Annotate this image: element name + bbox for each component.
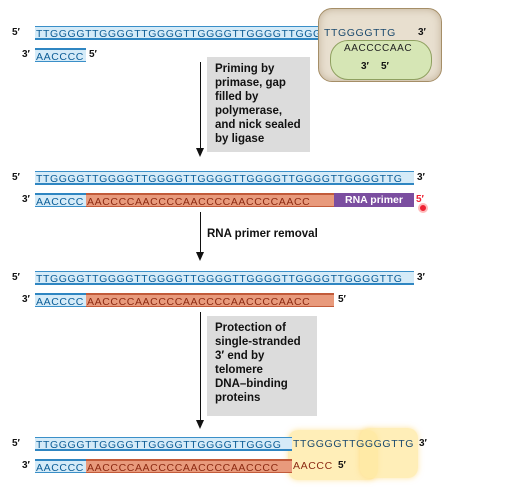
step1-line-6: by ligase bbox=[215, 133, 265, 145]
step3-line-1: Protection of bbox=[215, 322, 286, 334]
telomerase-rna-template: AACCCCAAC bbox=[344, 43, 413, 54]
stage4-bottom-3prime: 3′ bbox=[22, 460, 30, 471]
stage1-bottom-3prime: 3′ bbox=[22, 49, 30, 60]
stage2-bottom-3prime: 3′ bbox=[22, 194, 30, 205]
protein-blob-end bbox=[360, 428, 418, 478]
stage4-bottom-blue: AACCCC bbox=[35, 459, 86, 473]
stage2-top-strand: TTGGGGTTGGGGTTGGGGTTGGGGTTGGGGTTGGGGTTGG… bbox=[35, 171, 414, 185]
stage3-bottom-blue: AACCCC bbox=[35, 293, 86, 307]
stage4-bottom-plain: AACCC bbox=[293, 460, 333, 472]
stage1-bottom-5prime: 5′ bbox=[89, 49, 97, 60]
stage1-top-3prime: 3′ bbox=[418, 27, 426, 38]
stage4-top-3prime: 3′ bbox=[419, 438, 427, 449]
stage3-top-5prime: 5′ bbox=[12, 272, 20, 283]
stage3-bottom-3prime: 3′ bbox=[22, 294, 30, 305]
stage2-top-5prime: 5′ bbox=[12, 172, 20, 183]
stage3-bottom-red: AACCCCAACCCCAACCCCAACCCCAACC bbox=[86, 293, 334, 307]
stage2-bottom-red: AACCCCAACCCCAACCCCAACCCCAACC bbox=[86, 193, 334, 207]
stage3-top-3prime: 3′ bbox=[417, 272, 425, 283]
stage4-top-overhang: TTGGGGTTGGGGTTG bbox=[293, 438, 414, 450]
stage2-bottom-blue: AACCCC bbox=[35, 193, 86, 207]
stage2-top-3prime: 3′ bbox=[417, 172, 425, 183]
step3-line-4: telomere bbox=[215, 364, 263, 376]
step1-line-5: and nick sealed bbox=[215, 119, 301, 131]
step1-line-3: filled by bbox=[215, 91, 259, 103]
step3-box: Protection of single-stranded 3′ end by … bbox=[207, 316, 317, 416]
stage1-bottom-strand: AACCCC bbox=[35, 48, 86, 62]
rna-primer: RNA primer bbox=[334, 193, 414, 207]
telomerase-rna-3prime: 3′ bbox=[361, 61, 369, 72]
stage1-top-5prime: 5′ bbox=[12, 27, 20, 38]
step1-line-2: primase, gap bbox=[215, 77, 286, 89]
step3-line-5: DNA–binding bbox=[215, 378, 288, 390]
step3-line-2: single-stranded bbox=[215, 336, 301, 348]
stage4-top-strand: TTGGGGTTGGGGTTGGGGTTGGGGTTGGGG bbox=[35, 437, 292, 451]
step1-box: Priming by primase, gap filled by polyme… bbox=[207, 57, 310, 152]
stage4-bottom-5prime: 5′ bbox=[338, 460, 346, 471]
stage1-top-strand: TTGGGGTTGGGGTTGGGGTTGGGGTTGGGGTTGGGG bbox=[35, 26, 325, 40]
stage1-top-extension: TTGGGGTTG bbox=[324, 27, 396, 39]
step3-line-3: 3′ end by bbox=[215, 350, 265, 362]
stage4-bottom-red: AACCCCAACCCCAACCCCAACCCC bbox=[86, 459, 292, 473]
step2-label: RNA primer removal bbox=[207, 228, 318, 240]
cursor-marker bbox=[418, 203, 428, 213]
stage3-bottom-5prime: 5′ bbox=[338, 294, 346, 305]
step3-line-6: proteins bbox=[215, 392, 261, 404]
telomerase-rna-template-region bbox=[330, 40, 432, 80]
telomerase-rna-5prime: 5′ bbox=[381, 61, 389, 72]
step1-line-1: Priming by bbox=[215, 63, 275, 75]
stage2-bottom-5prime: 5′ bbox=[416, 194, 424, 205]
step1-line-4: polymerase, bbox=[215, 105, 283, 117]
stage4-top-5prime: 5′ bbox=[12, 438, 20, 449]
stage3-top-strand: TTGGGGTTGGGGTTGGGGTTGGGGTTGGGGTTGGGGTTGG… bbox=[35, 271, 414, 285]
